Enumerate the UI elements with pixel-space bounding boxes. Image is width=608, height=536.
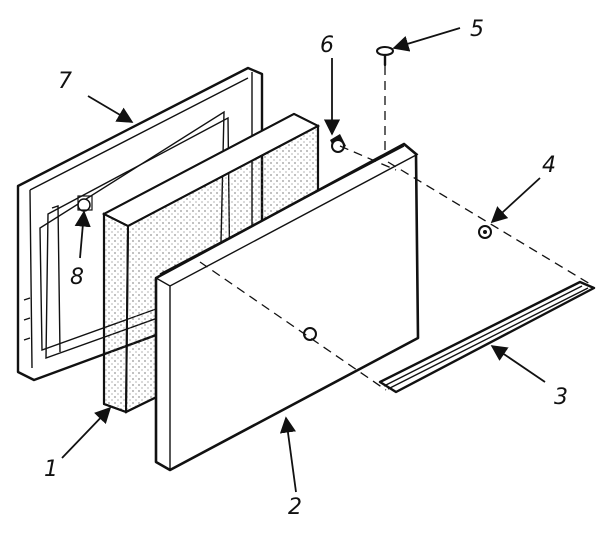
callout-4: 4 <box>542 153 556 178</box>
clip-icon <box>77 195 93 211</box>
callout-5: 5 <box>470 17 484 42</box>
washer-part-4 <box>478 225 492 239</box>
screw-part-5 <box>376 46 394 67</box>
outer-door-panel <box>154 142 420 472</box>
panel-fastener <box>303 327 317 341</box>
door-screw-part-6 <box>330 134 346 153</box>
callout-7: 7 <box>58 69 72 94</box>
door-trim-strip <box>378 280 596 394</box>
leader-lines <box>61 27 546 493</box>
callout-8: 8 <box>70 265 84 290</box>
callout-2: 2 <box>288 495 302 520</box>
callout-3: 3 <box>554 385 568 410</box>
callout-1: 1 <box>44 457 58 482</box>
assembly-lines <box>199 66 591 391</box>
callout-6: 6 <box>320 33 334 58</box>
